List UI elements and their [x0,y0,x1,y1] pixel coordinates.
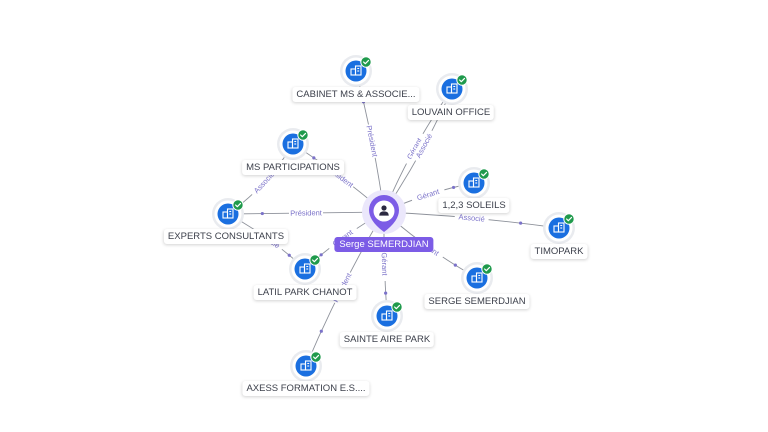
company-node[interactable] [277,128,309,160]
building-icon [381,310,393,321]
company-name-label[interactable]: SAINTE AIRE PARK [339,332,435,347]
edge-arrow [384,291,388,295]
company-name-label[interactable]: TIMOPARK [530,244,588,259]
person-name-label[interactable]: Serge SEMERDJIAN [334,237,434,252]
building-icon [350,65,362,76]
building-icon [287,138,299,149]
edge-label-bg [454,211,490,224]
company-node[interactable] [436,73,468,105]
edge-arrow [260,211,264,216]
person-icon [379,205,389,216]
edge-label: Gérant [380,252,390,276]
company-node[interactable] [371,300,403,332]
building-icon [471,272,483,283]
edge-label: Associé [458,212,485,223]
company-node[interactable] [458,167,490,199]
company-name-label[interactable]: LATIL PARK CHANOT [253,285,357,300]
company-node[interactable] [212,198,244,230]
building-icon [300,360,312,371]
verified-check-icon [360,56,372,68]
company-node[interactable] [290,350,322,382]
edge-label-bg [411,128,436,163]
edge-label-bg [364,123,381,159]
edge-arrow [451,185,456,190]
building-icon [553,222,565,233]
relation-edge[interactable]: Associé [383,211,560,229]
verified-check-icon [232,199,244,211]
edge-label: Président [364,125,379,159]
nodes-layer [212,55,575,382]
edge-arrow [319,329,323,333]
company-name-label[interactable]: AXESS FORMATION E.S.... [242,381,370,396]
edge-label-bg [288,207,324,218]
company-node[interactable] [461,262,493,294]
edge-label-bg [410,184,446,204]
verified-check-icon [310,351,322,363]
verified-check-icon [478,168,490,180]
building-icon [468,177,480,188]
edge-label-bg [380,246,390,282]
person-disc [373,200,395,222]
edge-label: Président [290,208,323,217]
company-name-label[interactable]: EXPERTS CONSULTANTS [163,229,289,244]
verified-check-icon [309,254,321,266]
building-icon [222,208,234,219]
relation-edge[interactable]: Président [227,207,385,218]
edge-arrow [312,156,316,160]
verified-check-icon [391,301,403,313]
verified-check-icon [297,129,309,141]
edge-arrow [453,263,457,267]
edge-arrow [319,253,323,257]
verified-check-icon [563,213,575,225]
person-node[interactable] [362,190,406,234]
edge-arrow [287,253,291,257]
building-icon [299,263,311,274]
edge-arrow [519,221,523,225]
verified-check-icon [481,263,493,275]
company-name-label[interactable]: LOUVAIN OFFICE [407,105,495,120]
edge-label-bg [401,131,427,166]
company-node[interactable] [289,253,321,285]
company-name-label[interactable]: 1,2,3 SOLEILS [438,198,510,213]
company-name-label[interactable]: CABINET MS & ASSOCIE... [292,87,420,102]
building-icon [446,83,458,94]
company-name-label[interactable]: SERGE SEMERDJIAN [424,294,530,309]
company-node[interactable] [340,55,372,87]
company-node[interactable] [543,212,575,244]
company-name-label[interactable]: MS PARTICIPATIONS [242,160,344,175]
verified-check-icon [456,74,468,86]
